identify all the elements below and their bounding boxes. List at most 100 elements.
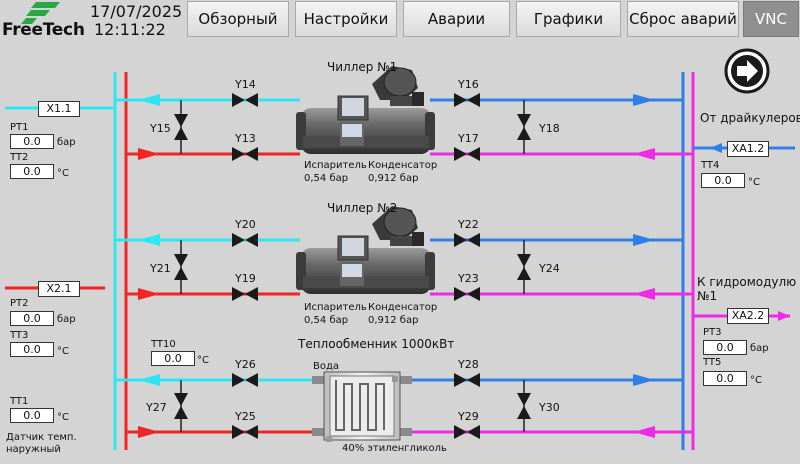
pt3-unit: бар xyxy=(750,343,769,354)
logo-text: FreeTech xyxy=(2,20,85,40)
tt3-value: 0.0 xyxy=(10,342,54,357)
hex-glycol-label: 40% этиленгликоль xyxy=(342,443,447,454)
nav-graphs-button[interactable]: Графики xyxy=(516,1,621,37)
chiller-2-evap-value: 0,54 бар xyxy=(304,315,349,326)
valve-y20-icon xyxy=(232,233,258,247)
to-hydromodule-label-2: №1 xyxy=(697,289,718,303)
valve-y13-icon xyxy=(232,147,258,161)
tt10-label: TT10 xyxy=(151,339,176,350)
pt2-value: 0.0 xyxy=(10,311,54,326)
valve-y19-label: Y19 xyxy=(235,272,256,285)
valve-y19-icon xyxy=(232,287,258,301)
tt5-unit: °C xyxy=(750,375,762,386)
heat-exchanger-icon xyxy=(312,371,412,442)
xa22-tag: XA2.2 xyxy=(727,308,769,324)
valve-y30-icon xyxy=(517,393,531,419)
tt5-value: 0.0 xyxy=(703,371,747,386)
hex-title: Теплообменник 1000кВт xyxy=(298,337,455,351)
pt1-unit: бар xyxy=(57,137,76,148)
x11-tag: X1.1 xyxy=(38,101,80,117)
valve-y22-icon xyxy=(454,233,480,247)
tt1-value: 0.0 xyxy=(10,408,54,423)
valve-y17-icon xyxy=(454,147,480,161)
x21-tag: X2.1 xyxy=(38,281,80,297)
valve-y15-label: Y15 xyxy=(150,122,171,135)
chiller-2-icon xyxy=(296,206,435,294)
valve-y25-label: Y25 xyxy=(235,410,256,423)
valve-y26-icon xyxy=(232,373,258,387)
valve-y14-icon xyxy=(232,93,258,107)
chiller-2-cond-value: 0,912 бар xyxy=(368,315,419,326)
valves xyxy=(174,93,531,439)
valve-y13-label: Y13 xyxy=(235,132,256,145)
pt3-value: 0.0 xyxy=(703,340,747,355)
valve-y23-label: Y23 xyxy=(458,272,479,285)
valve-y29-icon xyxy=(454,425,480,439)
valve-y20-label: Y20 xyxy=(235,218,256,231)
outdoor-sensor-label-1: Датчик темп. xyxy=(6,432,77,443)
chiller-2-evap-label: Испаритель xyxy=(304,302,367,313)
valve-y24-icon xyxy=(517,254,531,280)
valve-y22-label: Y22 xyxy=(458,218,479,231)
valve-y28-label: Y28 xyxy=(458,358,479,371)
valve-y21-icon xyxy=(174,254,188,280)
valve-y27-label: Y27 xyxy=(146,401,167,414)
tt4-value: 0.0 xyxy=(701,173,745,188)
chiller-1-evap-label: Испаритель xyxy=(304,160,367,171)
tt2-label: TT2 xyxy=(10,152,29,163)
time-display: 12:11:22 xyxy=(94,20,166,39)
xa12-tag: XA1.2 xyxy=(727,141,769,157)
next-page-button[interactable] xyxy=(723,47,773,95)
nav-overview-button[interactable]: Обзорный xyxy=(187,1,289,37)
pt2-label: PT2 xyxy=(10,298,29,309)
outdoor-sensor-label-2: наружный xyxy=(6,444,61,455)
tt10-value: 0.0 xyxy=(151,351,195,366)
date-display: 17/07/2025 xyxy=(90,2,183,21)
chiller-2-cond-label: Конденсатор xyxy=(368,302,438,313)
logo-icon xyxy=(21,2,60,24)
valve-y25-icon xyxy=(232,425,258,439)
chiller-1-cond-value: 0,912 бар xyxy=(368,173,419,184)
valve-y28-icon xyxy=(454,373,480,387)
tt5-label: TT5 xyxy=(703,357,722,368)
valve-y16-label: Y16 xyxy=(458,78,479,91)
chiller-2-title: Чиллер №2 xyxy=(327,201,398,215)
valve-y27-icon xyxy=(174,393,188,419)
valve-y18-label: Y18 xyxy=(539,122,560,135)
tt4-unit: °C xyxy=(748,177,760,188)
reset-alarms-button[interactable]: Сброс аварий xyxy=(627,1,739,37)
tt1-unit: °C xyxy=(57,412,69,423)
chiller-1-icon xyxy=(296,66,435,154)
valve-y21-label: Y21 xyxy=(150,262,171,275)
from-drycoolers-label: От драйкулеров xyxy=(700,111,800,125)
vnc-button[interactable]: VNC xyxy=(743,1,799,37)
arrow-right-icon xyxy=(724,48,770,94)
flow-arrows xyxy=(50,94,790,438)
valve-y29-label: Y29 xyxy=(458,410,479,423)
valve-y17-label: Y17 xyxy=(458,132,479,145)
valve-y30-label: Y30 xyxy=(539,401,560,414)
valve-y24-label: Y24 xyxy=(539,262,560,275)
chiller-1-title: Чиллер №1 xyxy=(327,60,398,74)
tt3-label: TT3 xyxy=(10,330,29,341)
valve-y23-icon xyxy=(454,287,480,301)
tt2-unit: °C xyxy=(57,168,69,179)
tt4-label: TT4 xyxy=(701,160,720,171)
pt3-label: PT3 xyxy=(703,327,722,338)
tt2-value: 0.0 xyxy=(10,164,54,179)
tt10-unit: °C xyxy=(197,355,209,366)
valve-y14-label: Y14 xyxy=(235,78,256,91)
valve-y16-icon xyxy=(454,93,480,107)
chiller-1-evap-value: 0,54 бар xyxy=(304,173,349,184)
valve-y15-icon xyxy=(174,114,188,140)
nav-alarms-button[interactable]: Аварии xyxy=(403,1,510,37)
nav-settings-button[interactable]: Настройки xyxy=(295,1,397,37)
pt1-value: 0.0 xyxy=(10,134,54,149)
to-hydromodule-label-1: К гидромодулю xyxy=(697,275,797,289)
hex-water-label: Вода xyxy=(313,361,340,372)
pt2-unit: бар xyxy=(57,314,76,325)
chiller-1-cond-label: Конденсатор xyxy=(368,160,438,171)
valve-y26-label: Y26 xyxy=(235,358,256,371)
valve-y18-icon xyxy=(517,114,531,140)
